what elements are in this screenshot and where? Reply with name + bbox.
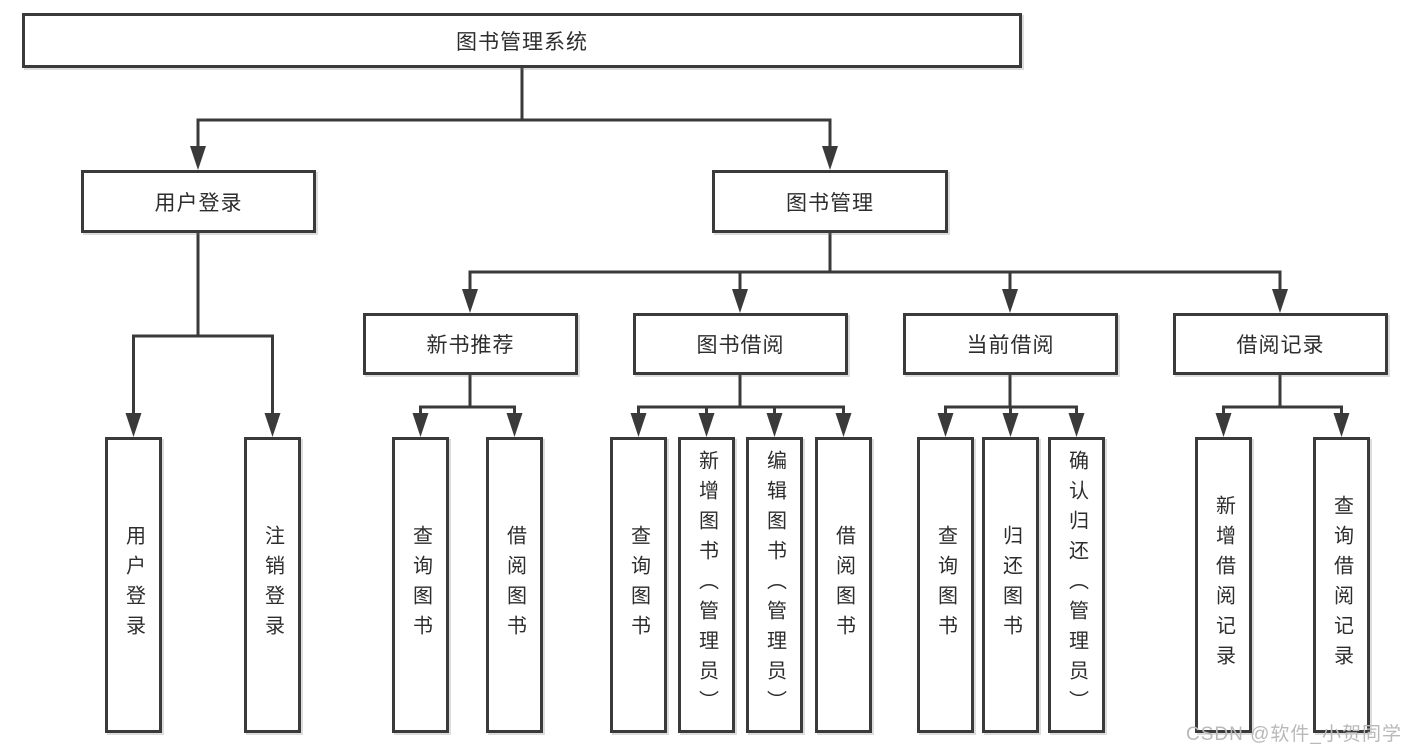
node-label: 新增图书（管理员） xyxy=(695,450,718,720)
arrowheads xyxy=(125,146,1350,437)
leaf-current-return-book: 归还图书 xyxy=(982,437,1039,733)
node-label: 新增借阅记录 xyxy=(1212,495,1235,675)
leaf-recommend-borrow-book: 借阅图书 xyxy=(486,437,543,733)
csdn-watermark: CSDN @软件_小贺同学 xyxy=(1186,724,1402,745)
node-label: 查询图书 xyxy=(934,525,957,645)
leaf-current-query-book: 查询图书 xyxy=(917,437,974,733)
leaf-recommend-query-book: 查询图书 xyxy=(392,437,449,733)
leaf-borrow-add-book-admin: 新增图书（管理员） xyxy=(678,437,735,733)
node-label: 当前借阅 xyxy=(966,334,1055,357)
node-label: 查询图书 xyxy=(409,525,432,645)
leaf-logout: 注销登录 xyxy=(244,437,301,733)
leaf-borrow-query-book: 查询图书 xyxy=(610,437,667,733)
node-label: 图书管理系统 xyxy=(456,30,588,54)
leaf-borrow-edit-book-admin: 编辑图书（管理员） xyxy=(746,437,803,733)
node-book-management: 图书管理 xyxy=(712,170,948,233)
leaf-user-login: 用户登录 xyxy=(105,437,162,733)
node-label: 用户登录 xyxy=(154,191,243,215)
node-library-management-system: 图书管理系统 xyxy=(22,13,1022,68)
node-book-borrow: 图书借阅 xyxy=(633,313,848,375)
node-new-book-recommend: 新书推荐 xyxy=(363,313,578,375)
leaf-current-confirm-return-admin: 确认归还（管理员） xyxy=(1048,437,1105,733)
node-label: 图书借阅 xyxy=(696,334,785,357)
node-label: 借阅记录 xyxy=(1236,334,1325,357)
node-label: 注销登录 xyxy=(261,525,284,645)
node-label: 用户登录 xyxy=(122,525,145,645)
node-label: 借阅图书 xyxy=(503,525,526,645)
node-label: 新书推荐 xyxy=(426,334,515,357)
leaf-records-query-record: 查询借阅记录 xyxy=(1313,437,1370,733)
node-label: 归还图书 xyxy=(999,525,1022,645)
node-label: 编辑图书（管理员） xyxy=(763,450,786,720)
node-label: 确认归还（管理员） xyxy=(1065,450,1088,720)
node-label: 图书管理 xyxy=(786,191,874,215)
node-label: 查询借阅记录 xyxy=(1330,495,1353,675)
node-current-borrow: 当前借阅 xyxy=(903,313,1118,375)
node-user-login: 用户登录 xyxy=(81,170,316,233)
leaf-records-add-record: 新增借阅记录 xyxy=(1195,437,1252,733)
node-label: 借阅图书 xyxy=(832,525,855,645)
node-borrow-records: 借阅记录 xyxy=(1173,313,1388,375)
node-label: 查询图书 xyxy=(627,525,650,645)
leaf-borrow-borrow-book: 借阅图书 xyxy=(815,437,872,733)
